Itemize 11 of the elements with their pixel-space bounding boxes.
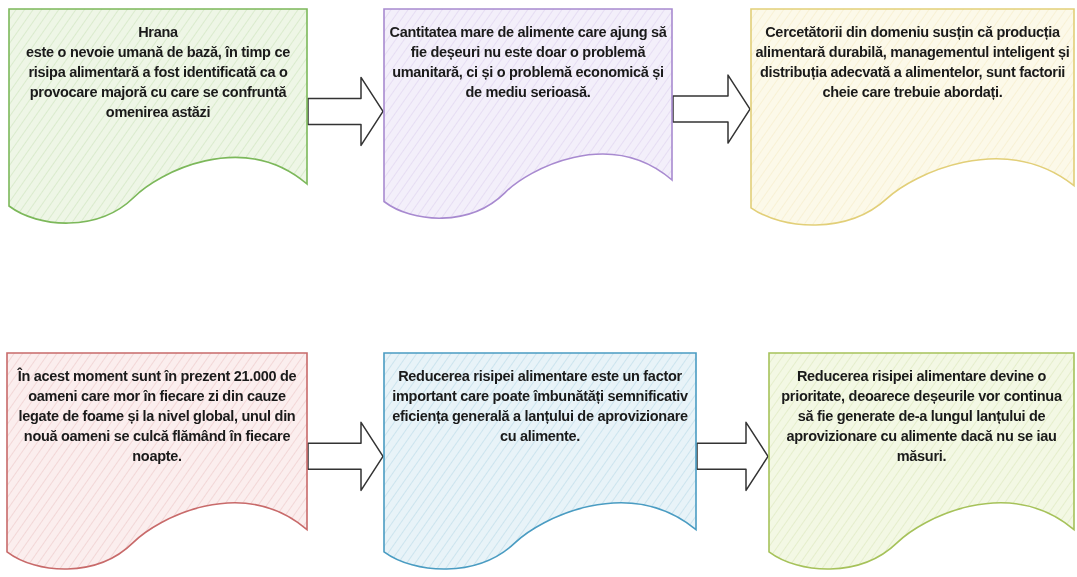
block-arrow bbox=[672, 74, 751, 144]
node-text: Cercetătorii din domeniu susțin că producția alimentară durabilă, managementul inteligent și distribuția adecvată a alimentelor, sunt factorii cheie care trebuie abordați. bbox=[754, 23, 1071, 102]
block-arrow bbox=[307, 76, 384, 147]
node-text: În acest moment sunt în prezent 21.000 de oameni care mor în fiecare zi din cauze legate de foame și la nivel global, unul din nouă oameni se culcă flămând în fiecare noapte. bbox=[16, 366, 298, 466]
node-text: Reducerea risipei alimentare este un factor important care poate îmbunătăți semnificativ eficiența generală a lanțului de aprovizionare cu alimente. bbox=[391, 367, 689, 446]
node-text: este o nevoie umană de bază, în timp ce risipa alimentară a fost identificată ca o provocare majoră cu care se confruntă omenirea astăzi bbox=[25, 43, 291, 122]
block-arrow bbox=[696, 421, 769, 492]
block-arrow bbox=[307, 421, 384, 492]
node-heading: Hrana bbox=[137, 23, 179, 42]
node-text: Cantitatea mare de alimente care ajung să fie deșeuri nu este doar o problemă umanitară, ci și o problemă economică și de mediu serioasă. bbox=[388, 23, 668, 102]
node-text: Reducerea risipei alimentare devine o prioritate, deoarece deșeurile vor continua să fie generate de-a lungul lanțului de aprovizionare cu alimente dacă nu se iau măsuri. bbox=[780, 367, 1063, 466]
